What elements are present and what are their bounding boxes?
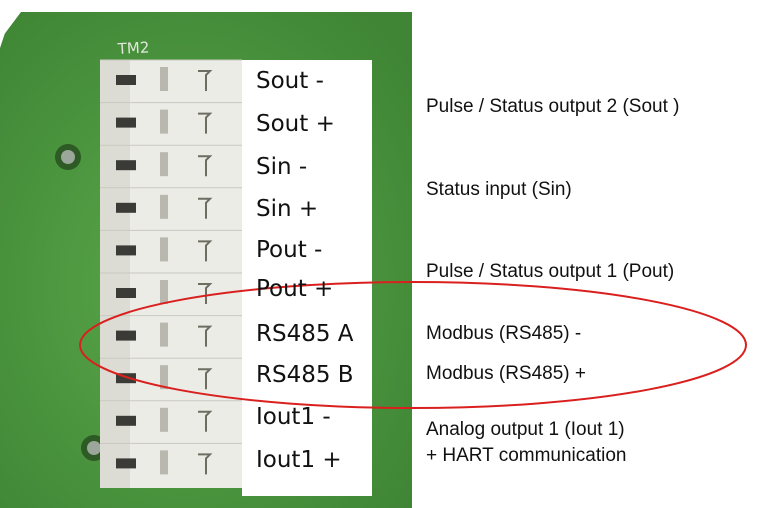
board-marking: TM2 [116, 38, 150, 58]
desc-modbus-minus: Modbus (RS485) - [426, 323, 582, 344]
label-panel [242, 60, 372, 496]
terminal-pin [100, 442, 242, 475]
terminal-pin [100, 187, 242, 219]
mounting-hole-top [55, 144, 81, 170]
terminal-label-sin-minus: Sin - [256, 154, 308, 180]
terminal-label-sin-plus: Sin + [256, 196, 319, 222]
terminal-pins [100, 59, 242, 475]
terminal-pin [100, 102, 242, 134]
terminal-pin [100, 144, 242, 177]
terminal-pin [100, 400, 242, 432]
desc-pout: Pulse / Status output 1 (Pout) [426, 261, 675, 282]
terminal-label-rs485-a: RS485 A [256, 321, 354, 347]
terminal-pin [100, 357, 242, 390]
terminal-label-pout-plus: Pout + [256, 276, 334, 302]
desc-modbus-plus: Modbus (RS485) + [426, 363, 586, 384]
terminal-label-sout-plus: Sout + [256, 111, 335, 137]
terminal-pin [100, 59, 242, 91]
terminal-pin [100, 315, 242, 347]
modbus-highlight-ellipse [79, 281, 747, 409]
terminal-label-rs485-b: RS485 B [256, 362, 354, 388]
terminal-pin [100, 229, 242, 262]
terminal-label-iout1-plus: Iout1 + [256, 447, 342, 473]
desc-sin: Status input (Sin) [426, 179, 572, 200]
desc-analog-line2: + HART communication [426, 445, 627, 466]
terminal-label-iout1-minus: Iout1 - [256, 404, 331, 430]
terminal-label-sout-minus: Sout - [256, 68, 324, 94]
desc-analog-line1: Analog output 1 (Iout 1) [426, 419, 625, 440]
desc-sout: Pulse / Status output 2 (Sout ) [426, 96, 680, 117]
terminal-label-pout-minus: Pout - [256, 237, 323, 263]
